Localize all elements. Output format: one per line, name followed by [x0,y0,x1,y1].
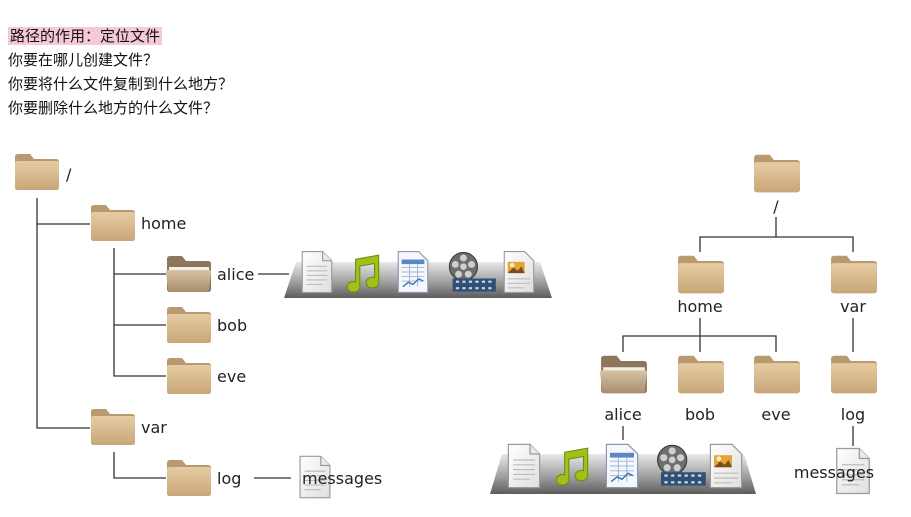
left-label-var: var [141,418,167,437]
left-label-root: / [66,165,72,184]
folder-icon-eve [754,355,800,394]
left-tree-connectors [36,198,291,479]
intro-title: 路径的作用：定位文件 [8,27,163,45]
right-label-eve: eve [761,405,790,424]
image-document-icon [503,251,535,293]
file-shelf-left [284,250,552,298]
right-tree: / home var alice bob eve log messages [490,154,877,495]
open-folder-icon-alice [600,355,648,394]
folder-icon-var [831,255,877,294]
file-shelf-right [490,443,756,494]
folder-icon-home [91,205,135,241]
folder-icon-bob [678,355,724,394]
image-document-icon [709,443,743,489]
folder-icon-log [167,460,211,496]
folder-icon-root [15,154,59,190]
question-delete: 你要删除什么地方的什么文件？ [8,99,219,117]
folder-icon-root [754,154,800,193]
right-label-log: log [841,405,865,424]
intro-text: 路径的作用：定位文件 你要在哪儿创建文件？ 你要将什么文件复制到什么地方？ 你要… [8,24,233,120]
spreadsheet-icon [397,250,429,294]
right-label-messages: messages [794,463,874,482]
question-create: 你要在哪儿创建文件？ [8,51,159,69]
document-icon [507,443,541,489]
folder-icon-eve [167,358,211,394]
right-label-home: home [677,297,722,316]
spreadsheet-icon [605,443,639,489]
left-label-log: log [217,469,241,488]
left-label-alice: alice [217,265,254,284]
folder-icon-log [831,355,877,394]
left-label-home: home [141,214,186,233]
right-tree-connectors [622,217,854,446]
open-folder-icon-alice [166,256,212,292]
right-label-bob: bob [685,405,715,424]
folder-icon-bob [167,307,211,343]
right-label-root: / [773,197,779,216]
left-tree: / home alice bob eve var log messages [15,154,552,499]
left-label-eve: eve [217,367,246,386]
left-label-bob: bob [217,316,247,335]
left-label-messages: messages [302,469,382,488]
folder-icon-home [678,255,724,294]
document-icon [301,251,333,293]
question-copy: 你要将什么文件复制到什么地方？ [8,75,234,93]
right-label-alice: alice [604,405,641,424]
folder-icon-var [91,409,135,445]
right-label-var: var [840,297,866,316]
